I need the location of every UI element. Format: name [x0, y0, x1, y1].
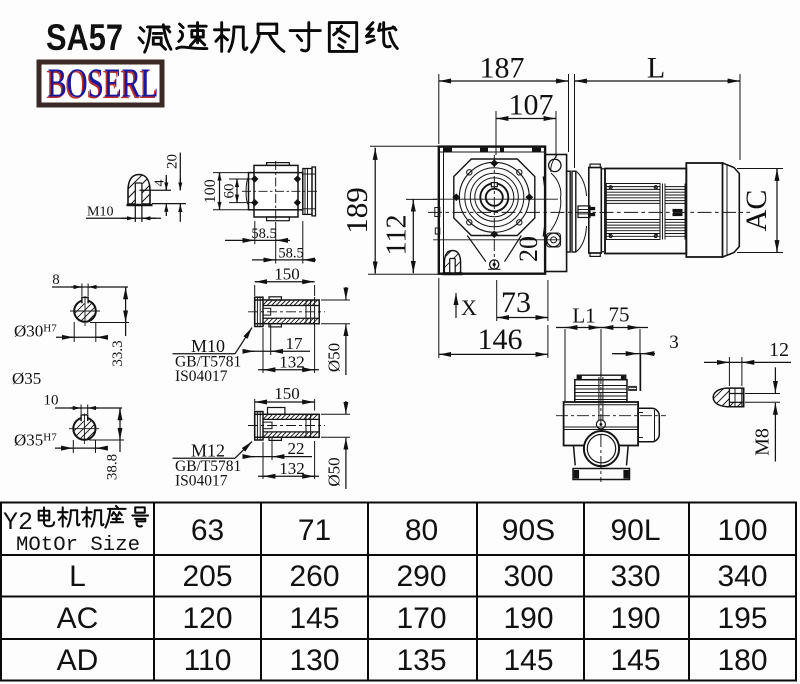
svg-text:GB/T5781: GB/T5781	[175, 458, 241, 475]
svg-text:22: 22	[288, 439, 305, 458]
svg-text:8: 8	[52, 272, 60, 288]
svg-text:120: 120	[182, 602, 232, 635]
svg-text:330: 330	[610, 560, 660, 593]
svg-text:145: 145	[610, 644, 660, 677]
svg-text:17: 17	[286, 334, 304, 353]
svg-text:33.3: 33.3	[110, 340, 126, 366]
svg-text:260: 260	[289, 560, 339, 593]
svg-text:AC: AC	[57, 602, 99, 635]
svg-text:145: 145	[289, 602, 339, 635]
svg-text:290: 290	[396, 560, 446, 593]
svg-text:100: 100	[202, 179, 219, 203]
svg-text:146: 146	[478, 323, 523, 356]
svg-text:195: 195	[717, 602, 767, 635]
svg-text:Ø35: Ø35	[12, 369, 41, 388]
svg-text:AC: AC	[740, 190, 773, 232]
svg-text:90S: 90S	[502, 514, 555, 547]
svg-text:3: 3	[669, 332, 679, 353]
svg-text:190: 190	[610, 602, 660, 635]
svg-text:150: 150	[274, 265, 300, 284]
svg-text:IS04017: IS04017	[175, 368, 228, 385]
svg-text:205: 205	[182, 560, 232, 593]
svg-text:63: 63	[191, 514, 224, 547]
svg-text:38.8: 38.8	[105, 454, 121, 480]
svg-text:12: 12	[769, 339, 789, 361]
svg-text:BOSERL: BOSERL	[46, 61, 157, 107]
svg-text:Ø50: Ø50	[325, 457, 344, 486]
svg-text:135: 135	[396, 644, 446, 677]
svg-text:189: 189	[339, 187, 374, 234]
svg-text:L: L	[647, 52, 665, 85]
svg-text:L1: L1	[572, 304, 595, 328]
svg-text:132: 132	[279, 353, 305, 372]
svg-text:L: L	[69, 560, 86, 593]
svg-text:Y2: Y2	[3, 508, 33, 537]
svg-text:107: 107	[509, 89, 554, 122]
svg-text:132: 132	[279, 459, 305, 478]
svg-text:187: 187	[480, 52, 525, 85]
svg-text:IS04017: IS04017	[175, 473, 228, 490]
svg-text:20: 20	[165, 154, 181, 169]
svg-text:BOSERL: BOSERL	[48, 60, 159, 106]
svg-text:10: 10	[44, 392, 59, 408]
svg-text:M10: M10	[191, 336, 225, 356]
svg-text:60: 60	[222, 184, 238, 199]
svg-text:180: 180	[717, 644, 767, 677]
svg-text:AD: AD	[57, 644, 99, 677]
svg-text:X: X	[461, 295, 477, 320]
svg-text:190: 190	[503, 602, 553, 635]
svg-text:340: 340	[717, 560, 767, 593]
svg-text:90L: 90L	[610, 514, 660, 547]
svg-text:110: 110	[184, 644, 232, 677]
svg-text:58.5: 58.5	[278, 246, 303, 262]
svg-text:GB/T5781: GB/T5781	[175, 354, 241, 371]
svg-text:Ø50: Ø50	[325, 343, 344, 372]
svg-text:M10: M10	[87, 205, 113, 220]
svg-text:145: 145	[503, 644, 553, 677]
svg-text:112: 112	[382, 215, 413, 256]
svg-text:MOtOr Size: MOtOr Size	[16, 534, 140, 557]
svg-text:M12: M12	[191, 441, 225, 461]
svg-text:75: 75	[609, 303, 630, 327]
svg-text:4: 4	[153, 180, 168, 187]
svg-text:170: 170	[396, 602, 446, 635]
svg-text:73: 73	[501, 286, 531, 319]
svg-text:80: 80	[405, 514, 438, 547]
svg-text:100: 100	[717, 514, 767, 547]
svg-text:SA57: SA57	[46, 17, 123, 58]
svg-text:20: 20	[514, 236, 543, 262]
svg-text:58.5: 58.5	[251, 226, 276, 242]
svg-text:150: 150	[274, 384, 300, 403]
svg-text:130: 130	[289, 644, 339, 677]
svg-text:M8: M8	[752, 428, 774, 456]
svg-text:71: 71	[298, 514, 331, 547]
svg-text:300: 300	[503, 560, 553, 593]
